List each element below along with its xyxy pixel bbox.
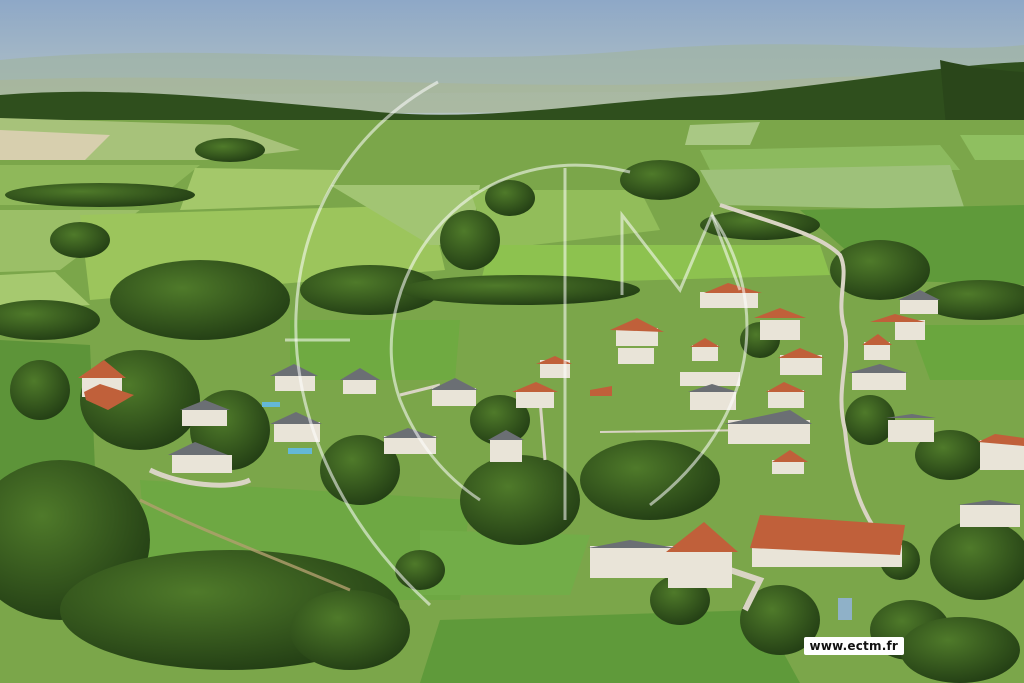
houses [78,283,1024,620]
roads [148,203,902,612]
website-watermark: www.ectm.fr [803,637,904,655]
watermark-logo [285,80,749,607]
